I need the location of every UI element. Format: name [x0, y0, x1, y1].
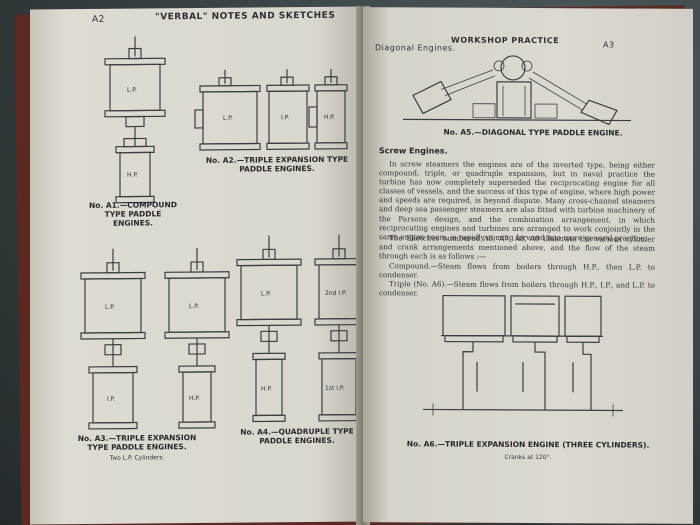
figure-a3-diagram: L.P. L.P. I.P. H.P. [80, 247, 230, 430]
fig-a3-label-hp: H.P. [189, 395, 200, 402]
fig-a2-label-hp: H.P. [324, 114, 335, 121]
paragraph-1: In screw steamers the engines are of the… [379, 159, 656, 243]
fig-a4-label-hp: H.P. [261, 385, 272, 392]
fig-a3-label-lp-2: L.P. [189, 303, 199, 310]
left-page-number: A2 [92, 14, 105, 25]
figure-a5-diagram [403, 55, 631, 126]
right-page: WORKSHOP PRACTICE A3 Diagonal Engines. N… [363, 7, 693, 524]
fig-a1-label-hp: H.P. [127, 172, 138, 179]
figure-a2-diagram: L.P. I.P. H.P. [194, 68, 348, 151]
paragraph-3: Compound.—Steam flows from boilers throu… [379, 261, 655, 280]
right-page-number: A3 [603, 40, 615, 50]
right-running-title: WORKSHOP PRACTICE [451, 35, 560, 46]
figure-a3-subcaption: Two L.P. Cylinders. [109, 454, 165, 462]
fig-a4-label-1st-ip: 1st I.P. [325, 385, 345, 392]
figure-a1-diagram: L.P. H.P. [104, 36, 166, 204]
left-page: A2 "VERBAL" NOTES AND SKETCHES L.P. H.P.… [30, 6, 365, 525]
fig-a4-label-2nd-ip: 2nd I.P. [325, 290, 347, 297]
paragraph-2: The Sketches numbered A6, A7, A8, A9 ill… [379, 233, 655, 261]
fig-a4-label-lp: L.P. [261, 290, 271, 297]
fig-a3-label-ip: I.P. [107, 396, 115, 403]
fig-a2-label-lp: L.P. [223, 115, 233, 122]
fig-a2-label-ip: I.P. [281, 114, 289, 121]
fig-a1-label-lp: L.P. [127, 87, 137, 94]
fig-a3-label-lp-1: L.P. [105, 304, 115, 311]
figure-a5-caption: No. A5.—DIAGONAL TYPE PADDLE ENGINE. [443, 127, 623, 138]
figure-a4-caption: No. A4.—QUADRUPLE TYPE PADDLE ENGINES. [240, 426, 354, 446]
figure-a3-caption: No. A3.—TRIPLE EXPANSION TYPE PADDLE ENG… [77, 433, 197, 452]
left-running-title: "VERBAL" NOTES AND SKETCHES [155, 10, 336, 23]
figure-a2-caption: No. A2.—TRIPLE EXPANSION TYPE PADDLE ENG… [205, 154, 349, 174]
figure-a1-caption: No. A1.—COMPOUND TYPE PADDLE ENGINES. [88, 200, 178, 228]
figure-a6-diagram [423, 294, 623, 417]
figure-a6-subcaption: Cranks at 120°. [504, 453, 552, 462]
figure-a6-caption: No. A6.—TRIPLE EXPANSION ENGINE (THREE C… [406, 439, 650, 450]
section-title-screw-engines: Screw Engines. [379, 146, 448, 156]
figure-a4-diagram: L.P. 2nd I.P. H.P. 1st I.P. [236, 234, 364, 423]
